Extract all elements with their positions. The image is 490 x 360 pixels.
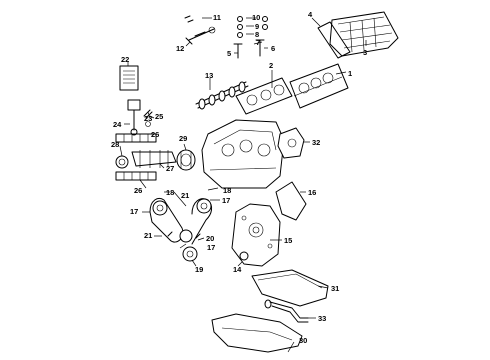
callout-12: 12 <box>176 44 184 53</box>
callout-33: 33 <box>318 314 326 323</box>
timing-cover <box>231 203 281 267</box>
engine-block <box>201 119 285 189</box>
callout-17c: 17 <box>207 243 215 252</box>
callout-22: 22 <box>121 55 129 64</box>
callout-24: 24 <box>113 120 122 129</box>
callout-10: 10 <box>252 13 260 22</box>
cylinder-head <box>289 63 349 109</box>
callout-2: 2 <box>269 61 273 70</box>
callout-5: 5 <box>227 49 231 58</box>
head-gasket <box>235 77 293 115</box>
main-bearings <box>115 133 157 181</box>
callout-14: 14 <box>233 265 242 274</box>
callout-3: 3 <box>363 48 367 57</box>
callout-23: 23 <box>144 114 152 123</box>
oil-pump <box>277 127 305 159</box>
piston-assembly <box>127 99 153 136</box>
callout-4: 4 <box>308 10 313 19</box>
callout-30: 30 <box>299 336 307 345</box>
valve-cover-gasket <box>317 21 351 59</box>
callout-21b: 21 <box>144 231 152 240</box>
leader-lines <box>119 17 367 353</box>
oil-pickup-tube <box>264 299 309 323</box>
callout-13: 13 <box>205 71 213 80</box>
callout-1: 1 <box>348 69 352 78</box>
callout-25: 25 <box>155 112 163 121</box>
camshaft <box>195 81 249 110</box>
callout-16: 16 <box>308 188 316 197</box>
callout-26b: 26 <box>134 186 142 195</box>
callout-20: 20 <box>206 234 214 243</box>
callout-32: 32 <box>312 138 320 147</box>
gasket-kit-sheet <box>119 65 139 91</box>
callout-labels: 1 2 3 4 5 6 7 8 9 10 11 12 13 14 15 16 1… <box>111 10 367 345</box>
callout-19: 19 <box>195 265 203 274</box>
callout-31: 31 <box>331 284 339 293</box>
callout-6: 6 <box>271 44 275 53</box>
callout-28: 28 <box>111 140 119 149</box>
callout-18b: 18 <box>223 186 231 195</box>
oil-pan-lower <box>211 313 303 353</box>
timing-chain <box>149 198 213 262</box>
callout-29: 29 <box>179 134 187 143</box>
valve-train-parts <box>184 15 268 59</box>
callout-27: 27 <box>166 164 174 173</box>
callout-8: 8 <box>255 30 259 39</box>
oil-pan-gasket <box>275 181 307 221</box>
callout-15: 15 <box>284 236 292 245</box>
callout-17a: 17 <box>130 207 138 216</box>
callout-11: 11 <box>213 13 221 22</box>
crankshaft <box>115 150 177 169</box>
callout-17b: 17 <box>222 196 230 205</box>
callout-21a: 21 <box>181 191 189 200</box>
callout-7: 7 <box>256 38 260 47</box>
oil-pan-upper <box>251 269 329 307</box>
callout-26a: 26 <box>151 130 159 139</box>
callout-9: 9 <box>255 22 259 31</box>
callout-18a: 18 <box>166 188 174 197</box>
valve-cover <box>329 11 399 57</box>
crank-damper <box>176 149 196 171</box>
